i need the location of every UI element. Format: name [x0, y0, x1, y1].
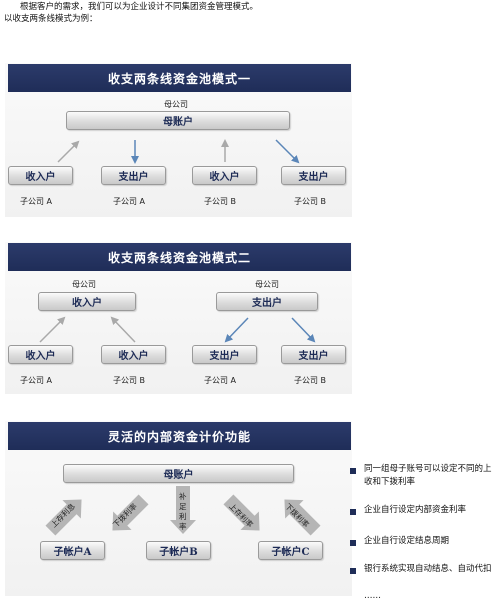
pricing-parent-account: 母账户	[63, 464, 294, 483]
mode1-arrow-1	[57, 140, 80, 163]
mode2-right-parent-account: 支出户	[216, 292, 318, 311]
mode1-parent-account: 母账户	[66, 111, 290, 130]
pricing-arrow-3	[170, 486, 196, 534]
bullet-icon-2	[350, 509, 356, 515]
mode1-banner: 收支两条线资金池模式一	[8, 64, 351, 92]
mode1-subsidiary-4: 子公司 B	[294, 197, 327, 206]
pricing-arrow-1	[45, 499, 82, 536]
bullet-text-1: 同一组母子账号可以设定不同的上收和下拨利率	[364, 464, 492, 487]
mode2-arrow-1	[39, 316, 66, 343]
bullet-icon-3	[350, 540, 356, 546]
mode2-account-2: 收入户	[101, 345, 166, 364]
mode2-account-4: 支出户	[281, 345, 346, 364]
pricing-arrow-5	[284, 499, 321, 536]
mode2-subsidiary-1: 子公司 A	[20, 376, 53, 385]
mode1-subsidiary-1: 子公司 A	[20, 197, 53, 206]
pricing-child-b: 子帐户B	[146, 541, 211, 560]
mode1-parent-caption: 母公司	[164, 100, 188, 109]
mode2-subsidiary-3: 子公司 A	[204, 376, 237, 385]
intro-line-2: 以收支两条线模式为例：	[4, 14, 98, 24]
mode2-account-3: 支出户	[192, 345, 257, 364]
mode1-subsidiary-2: 子公司 A	[113, 197, 146, 206]
pricing-banner: 灵活的内部资金计价功能	[8, 422, 351, 450]
bullet-text-2: 企业自行设定内部资金利率	[364, 505, 467, 515]
mode1-arrow-4	[275, 139, 300, 164]
mode2-left-parent-caption: 母公司	[72, 280, 96, 289]
mode2-banner: 收支两条线资金池模式二	[8, 243, 351, 271]
pricing-arrow-text-3: 补足利率	[179, 492, 187, 531]
pricing-arrow-4	[223, 494, 260, 531]
bullet-icon-1	[350, 468, 356, 474]
bullet-ellipsis: ……	[364, 591, 381, 601]
mode1-account-4: 支出户	[281, 166, 346, 185]
pricing-arrow-2	[112, 494, 149, 531]
mode2-subsidiary-4: 子公司 B	[294, 376, 327, 385]
intro-line-1: 根据客户的需求，我们可以为企业设计不同集团资金管理模式。	[20, 2, 259, 12]
bullet-text-4: 银行系统实现自动结息、自动代扣	[364, 564, 492, 574]
mode2-right-parent-caption: 母公司	[255, 280, 279, 289]
mode1-account-2: 支出户	[101, 166, 166, 185]
mode2-left-parent-account: 收入户	[38, 292, 136, 311]
bullet-icon-4	[350, 568, 356, 574]
mode1-account-1: 收入户	[8, 166, 73, 185]
mode1-subsidiary-3: 子公司 B	[204, 197, 237, 206]
pricing-child-a: 子帐户A	[40, 541, 105, 560]
mode2-arrow-3	[224, 317, 249, 343]
mode2-subsidiary-2: 子公司 B	[113, 376, 146, 385]
pricing-child-c: 子帐户C	[258, 541, 323, 560]
bullet-text-3: 企业自行设定结息周期	[364, 536, 450, 546]
mode2-arrow-2	[110, 316, 136, 343]
mode1-account-3: 收入户	[192, 166, 257, 185]
mode2-arrow-4	[291, 317, 316, 343]
mode2-account-1: 收入户	[8, 345, 73, 364]
